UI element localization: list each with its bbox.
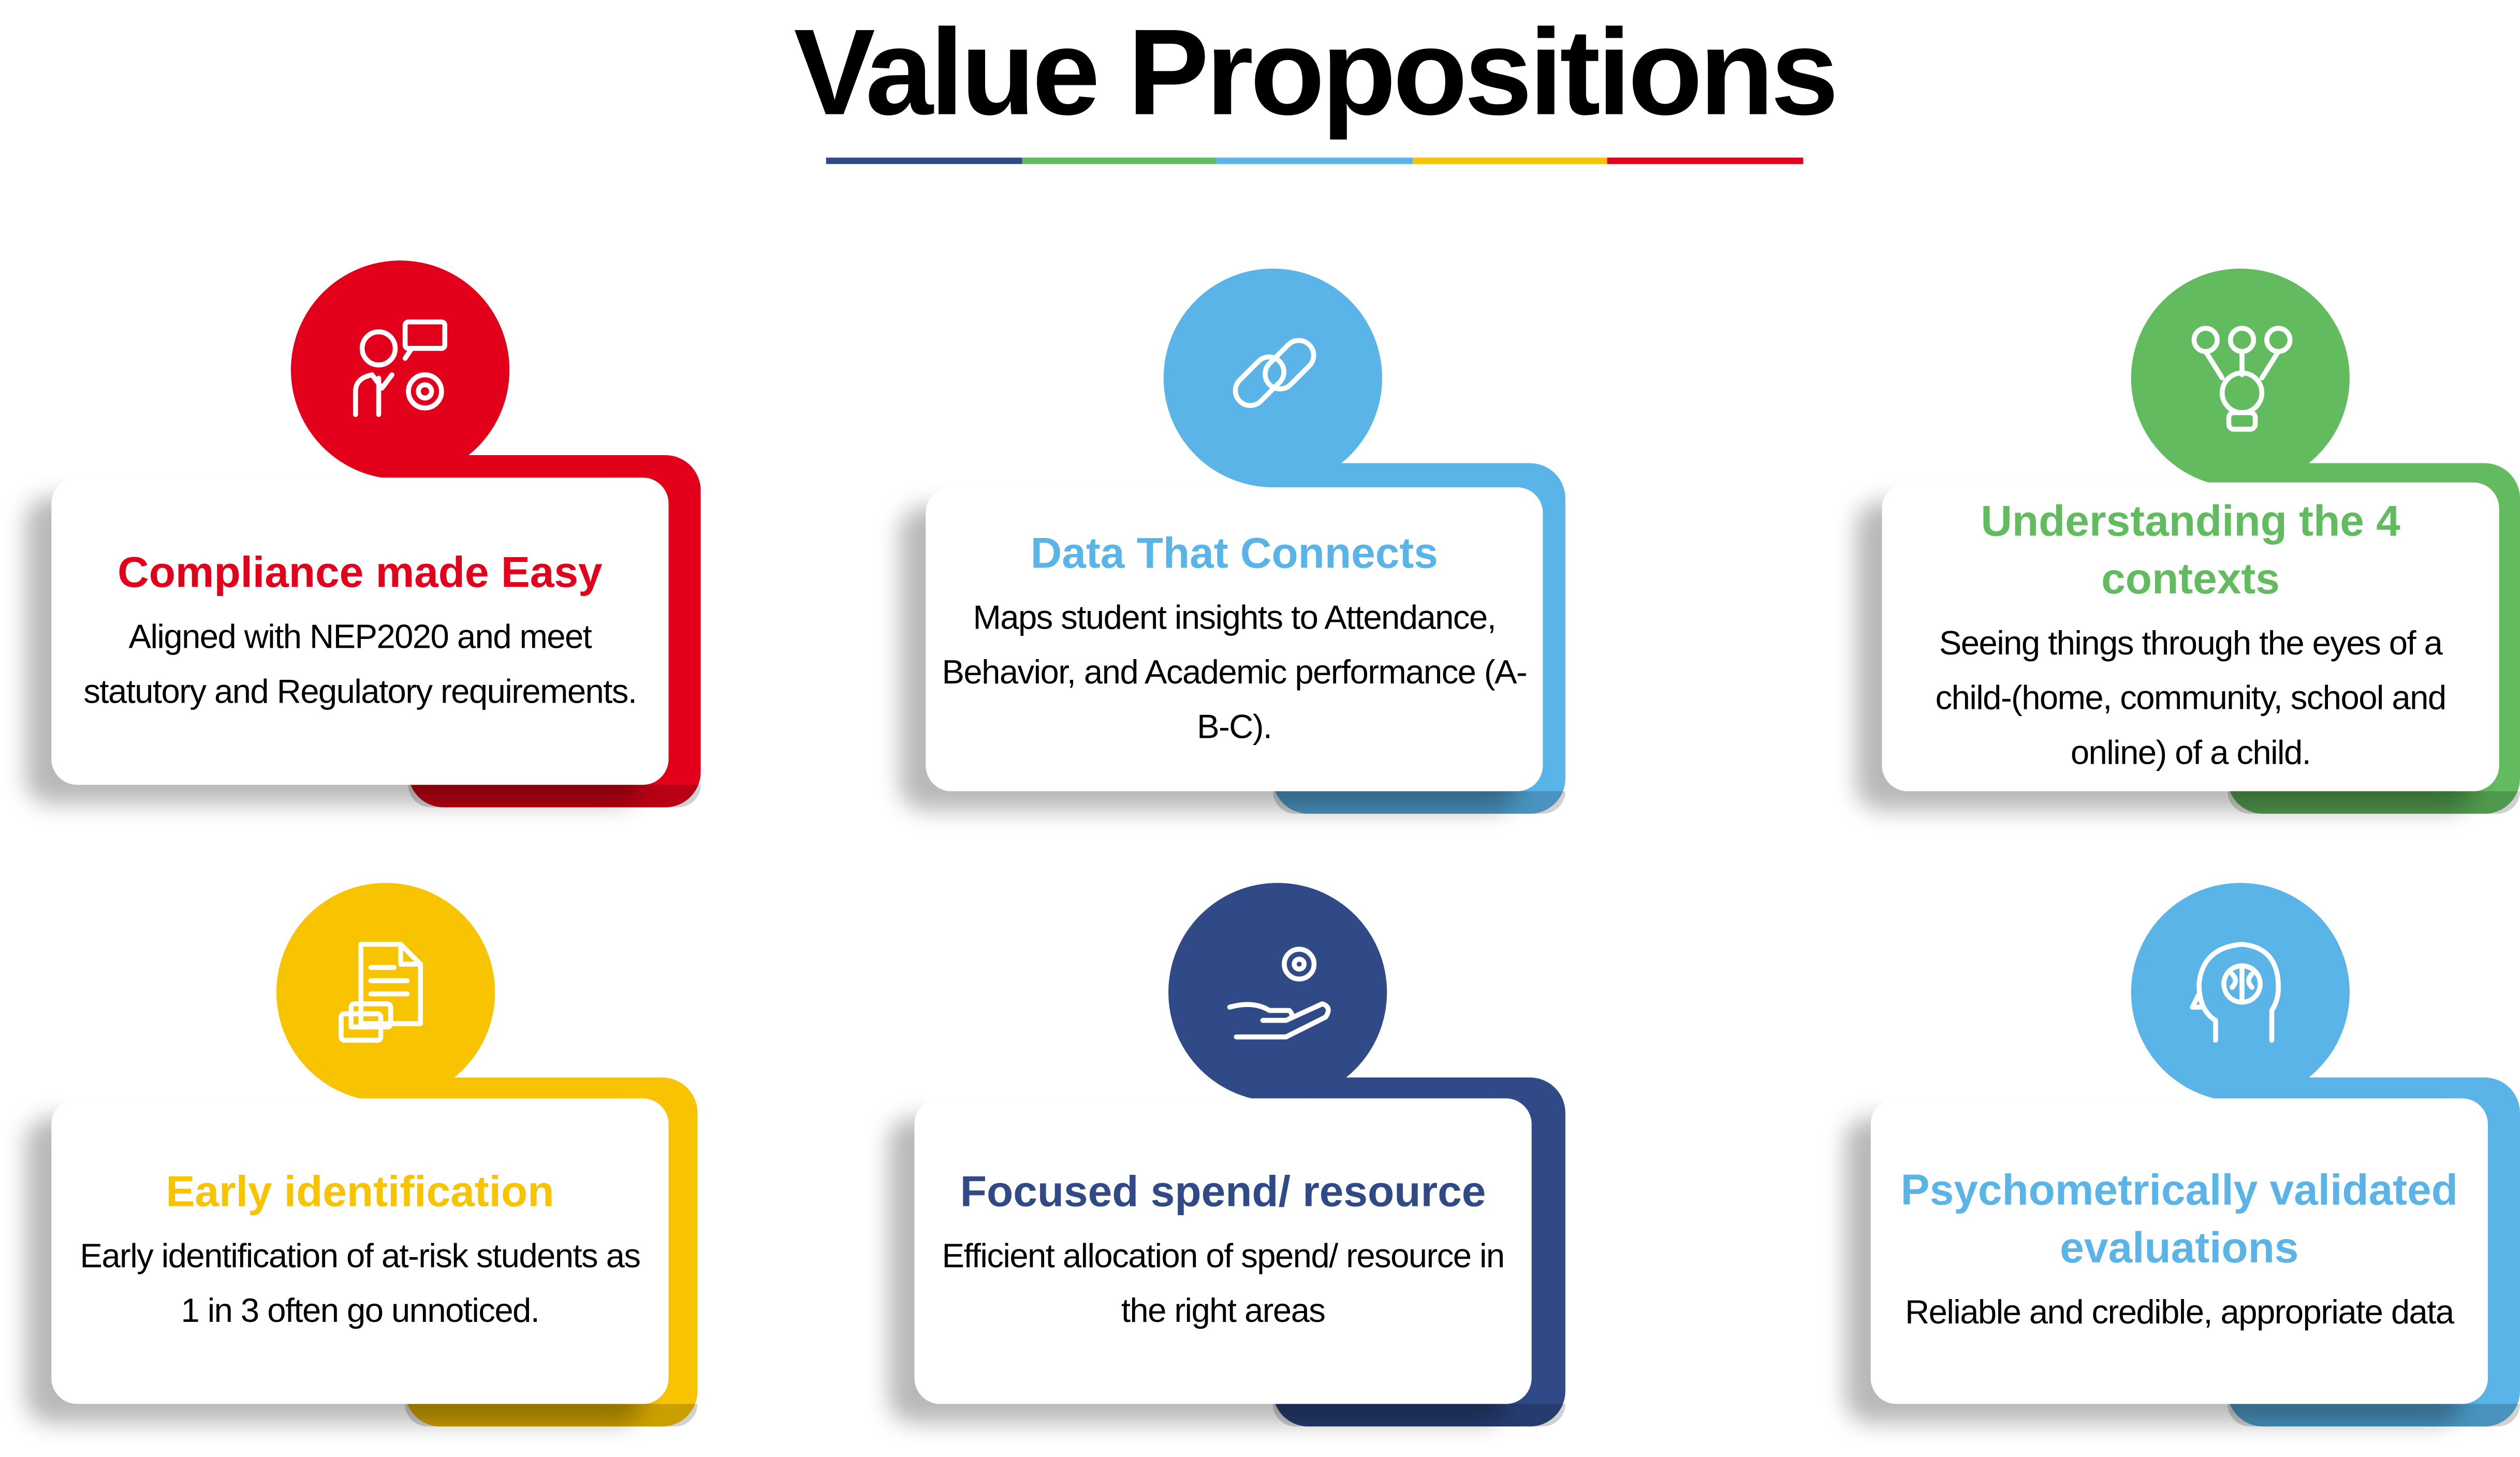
underline-segment (1412, 157, 1608, 164)
documents-icon (339, 941, 423, 1043)
card-body: Reliable and credible, appropriate data (1905, 1294, 2454, 1332)
underline-segment (826, 157, 1022, 164)
lightbulb-network-icon (2191, 326, 2293, 432)
icon-circle (290, 260, 510, 479)
link-icon (1233, 338, 1316, 408)
frame-shade (2227, 1404, 2520, 1427)
head-brain-icon (2190, 941, 2281, 1043)
frame-shade (405, 1404, 698, 1427)
frame-shade (2227, 791, 2520, 814)
underline-segment (1607, 157, 1804, 164)
card-title: Compliance made Easy (118, 547, 603, 596)
frame-shade (1272, 1404, 1565, 1427)
card-title: Understanding the 4 contexts (1981, 497, 2400, 603)
title-underline (826, 157, 1804, 164)
icon-circle (2131, 883, 2350, 1102)
underline-segment (1217, 157, 1413, 164)
underline-segment (1021, 157, 1217, 164)
card-title: Psychometrically validated evaluations (1900, 1165, 2458, 1272)
icon-circle (1168, 883, 1387, 1102)
card-body: Seeing things through the eyes of a chil… (1935, 625, 2447, 772)
card-body: Maps student insights to Attendance, Beh… (942, 599, 1527, 746)
frame-shade (1272, 791, 1565, 814)
icon-circle (276, 883, 495, 1102)
hand-gear-icon (1227, 946, 1331, 1040)
page-title: Value Propositions (794, 5, 1838, 142)
support-agent-gear-icon (353, 319, 448, 417)
icon-circle (2131, 268, 2350, 488)
frame-shade (408, 784, 701, 808)
card-title: Early identification (166, 1167, 554, 1216)
card-body: Early identification of at-risk students… (80, 1238, 641, 1330)
icon-circle (1163, 268, 1382, 488)
card-body: Efficient allocation of spend/ resource … (942, 1238, 1505, 1330)
card-title: Data That Connects (1030, 528, 1438, 577)
card-body: Aligned with NEP2020 and meet statutory … (83, 618, 637, 710)
card-title: Focused spend/ resource (960, 1167, 1486, 1216)
